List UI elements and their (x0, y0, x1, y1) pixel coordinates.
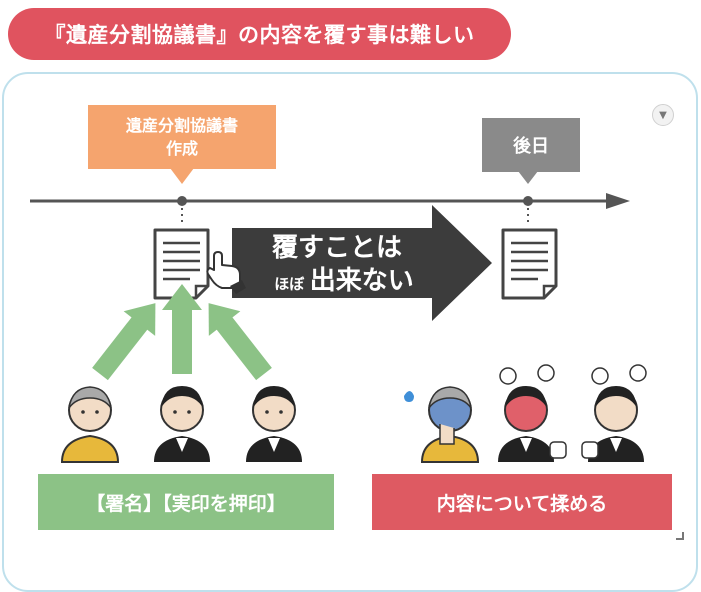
hand-cursor-icon (206, 251, 246, 294)
angry-person-icon (498, 364, 567, 462)
signature-banner: 【署名】【実印を押印】 (38, 474, 334, 530)
callout-line: 遺産分割協議書 (125, 116, 238, 135)
callout-pointer-gray (518, 171, 538, 184)
resize-handle-icon[interactable] (676, 532, 684, 540)
worried-person-icon (404, 386, 480, 463)
dispute-banner: 内容について揉める (372, 474, 672, 530)
callout-later: 後日 (482, 118, 580, 172)
callout-pointer-orange (170, 168, 194, 184)
callout-document-created: 遺産分割協議書 作成 (88, 105, 276, 169)
big-arrow-shape (232, 205, 492, 321)
page-title: 『遺産分割協議書』の内容を覆す事は難しい (8, 8, 511, 60)
document-icon (153, 228, 210, 300)
arrow-text-small: ほぼ (274, 275, 305, 293)
person-icon (154, 386, 210, 462)
upward-arrows (92, 284, 272, 381)
person-icon (246, 386, 302, 462)
callout-line: 作成 (165, 139, 198, 158)
document-icon (501, 228, 558, 300)
arrow-text-large: 出来ない (309, 266, 414, 296)
arrow-text-line1: 覆すことは (271, 233, 402, 263)
arrow-text-line2: ほぼ 出来ない (254, 266, 434, 299)
dropdown-toggle-icon[interactable]: ▼ (652, 104, 674, 126)
angry-person-icon (581, 364, 647, 462)
person-icon (60, 386, 120, 463)
timeline (30, 193, 630, 226)
